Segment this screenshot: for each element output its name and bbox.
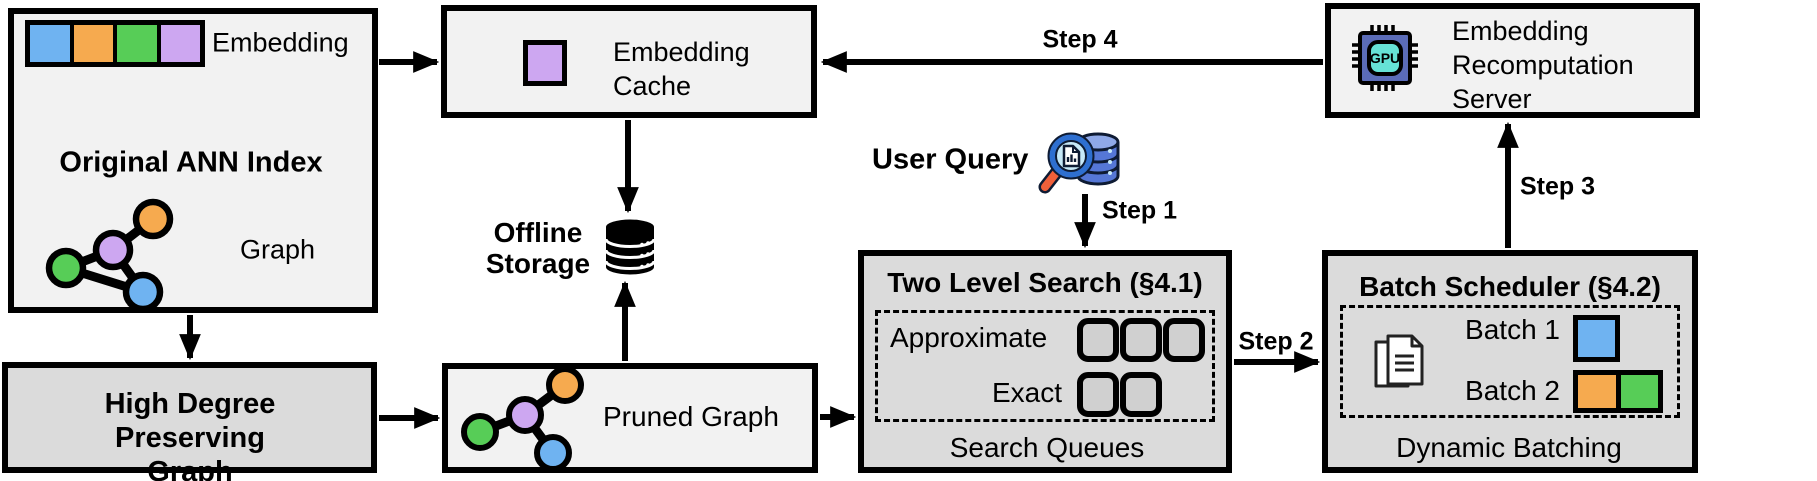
original-ann-index-title: Original ANN Index bbox=[59, 146, 323, 179]
dynamic-batching-panel bbox=[1340, 305, 1680, 418]
pruned-graph-icon bbox=[461, 366, 584, 472]
approximate-label: Approximate bbox=[890, 321, 1048, 353]
batch2-item-green bbox=[1615, 375, 1658, 408]
embedding-vector-icon bbox=[25, 20, 205, 67]
dynamic-batching-caption: Dynamic Batching bbox=[1396, 431, 1622, 463]
exact-queue-slot bbox=[1077, 372, 1119, 417]
approximate-queue-slot bbox=[1163, 318, 1205, 362]
pruned-graph-box: Pruned Graph bbox=[442, 363, 818, 473]
embedding-cache-label: Embedding Cache bbox=[613, 37, 750, 101]
batch2-items bbox=[1573, 370, 1663, 413]
embedding-cell-purple bbox=[160, 25, 200, 62]
exact-queue-slot bbox=[1120, 372, 1162, 417]
step1-label: Step 1 bbox=[1102, 196, 1178, 225]
recomputation-server-label: Embedding Recomputation Server bbox=[1452, 16, 1634, 114]
step3-label: Step 3 bbox=[1520, 172, 1596, 201]
search-queues-panel bbox=[875, 310, 1215, 422]
embedding-cache-box: Embedding Cache bbox=[441, 5, 817, 118]
search-queues-caption: Search Queues bbox=[949, 431, 1145, 463]
batch-scheduler-box: Batch Scheduler (§4.2) Batch 1 Batch 2 D… bbox=[1322, 250, 1698, 473]
pruned-graph-label: Pruned Graph bbox=[603, 400, 779, 432]
gpu-chip-icon: GPU bbox=[1352, 25, 1418, 91]
batch1-label: Batch 1 bbox=[1465, 313, 1560, 345]
two-level-search-box: Two Level Search (§4.1) Approximate Exac… bbox=[858, 250, 1232, 473]
graph-icon bbox=[45, 198, 174, 313]
two-level-search-title: Two Level Search (§4.1) bbox=[887, 266, 1203, 298]
embedding-cell-green bbox=[117, 25, 157, 62]
embedding-label: Embedding bbox=[212, 27, 349, 58]
graph-pruning-box: High Degree Preserving Graph Pruning (§5… bbox=[2, 362, 377, 481]
batch1-item-blue bbox=[1573, 315, 1620, 362]
batch2-label: Batch 2 bbox=[1465, 374, 1560, 406]
database-icon bbox=[604, 219, 656, 275]
graph-label: Graph bbox=[240, 234, 316, 265]
batch2-item-orange bbox=[1578, 375, 1616, 408]
batch-scheduler-title: Batch Scheduler (§4.2) bbox=[1359, 270, 1661, 302]
query-search-icon bbox=[1038, 132, 1120, 194]
approximate-queue-slot bbox=[1120, 318, 1162, 362]
embedding-cell-blue bbox=[30, 25, 70, 62]
step2-label: Step 2 bbox=[1238, 327, 1314, 356]
documents-icon bbox=[1374, 334, 1424, 388]
original-ann-index-box: Embedding Original ANN Index Graph bbox=[8, 8, 378, 313]
cached-embedding-icon bbox=[523, 40, 567, 86]
embedding-cell-orange bbox=[73, 25, 113, 62]
approximate-queue-slot bbox=[1077, 318, 1119, 362]
offline-storage-label: Offline Storage bbox=[485, 217, 591, 279]
exact-label: Exact bbox=[991, 376, 1062, 408]
step4-label: Step 4 bbox=[1042, 25, 1118, 54]
user-query-label: User Query bbox=[872, 143, 1029, 176]
graph-pruning-title: High Degree Preserving Graph Pruning (§5… bbox=[104, 388, 276, 481]
gpu-chip-text: GPU bbox=[1370, 50, 1400, 66]
recomputation-server-box: GPU Embedding Recomputation Server bbox=[1325, 3, 1700, 118]
